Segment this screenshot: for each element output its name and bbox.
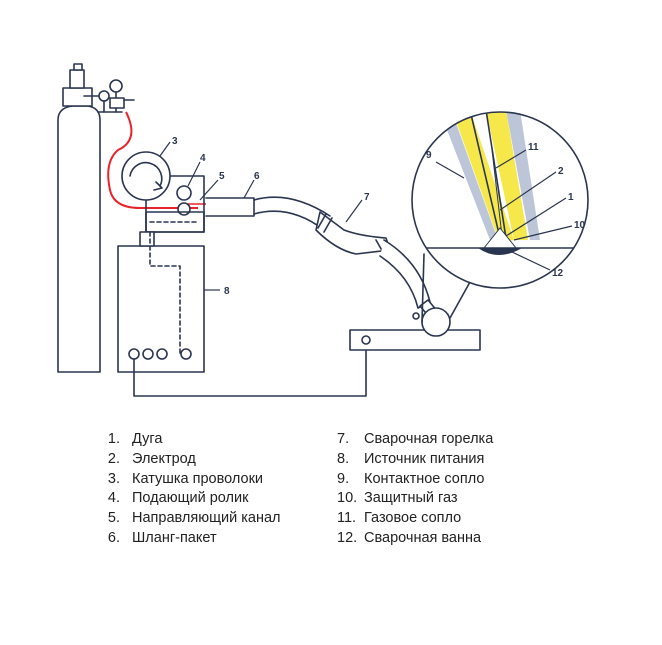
welding-setup-diagram: 3 4 5 6 7 8 9 11 2 1 10 12 [57, 63, 589, 397]
callout-3: 3 [172, 136, 178, 147]
lens-connector [421, 253, 425, 323]
gas-regulator [83, 79, 135, 113]
legend-item: 10.Защитный газ [337, 490, 458, 507]
legend-item: 4.Подающий ролик [107, 490, 249, 507]
gas-cylinder [57, 63, 101, 373]
legend-item: 7.Сварочная горелка [337, 431, 494, 447]
legend-item: 1.Дуга [107, 431, 163, 447]
callout-9: 9 [426, 150, 432, 161]
callout-5: 5 [219, 171, 225, 182]
guide-channel [145, 211, 205, 233]
legend-right-column: 7.Сварочная горелка 8.Источник питания 9… [337, 430, 493, 549]
callout-12: 12 [552, 268, 564, 279]
callout-1: 1 [568, 192, 574, 203]
callout-11: 11 [528, 142, 539, 153]
feed-roller [176, 185, 192, 216]
callout-4: 4 [200, 153, 206, 164]
legend-left-column: 1.Дуга 2.Электрод 3.Катушка проволоки 4.… [98, 430, 281, 549]
callout-6: 6 [254, 171, 260, 182]
gas-hose [107, 111, 198, 209]
internal-wiring [149, 221, 197, 355]
callout-8: 8 [224, 286, 230, 297]
legend-item: 11.Газовое сопло [337, 510, 462, 527]
welding-torch [315, 211, 439, 319]
legend-item: 6.Шланг-пакет [107, 529, 217, 546]
legend-item: 8.Источник питания [337, 450, 485, 467]
lens-connector [449, 281, 471, 319]
legend-item: 5.Направляющий канал [107, 510, 281, 527]
legend-item: 2.Электрод [107, 450, 196, 467]
workpiece [349, 307, 481, 351]
legend-item: 3.Катушка проволоки [107, 470, 264, 487]
wire-spool [121, 151, 171, 201]
hose-package [205, 196, 331, 231]
callout-7: 7 [364, 192, 370, 203]
legend-item: 9.Контактное сопло [337, 470, 485, 487]
magnified-view [411, 111, 589, 289]
legend-item: 12.Сварочная ванна [337, 529, 482, 546]
callout-10: 10 [574, 220, 586, 231]
ground-cable [133, 343, 367, 397]
power-source [117, 231, 205, 373]
callout-2: 2 [558, 166, 564, 177]
